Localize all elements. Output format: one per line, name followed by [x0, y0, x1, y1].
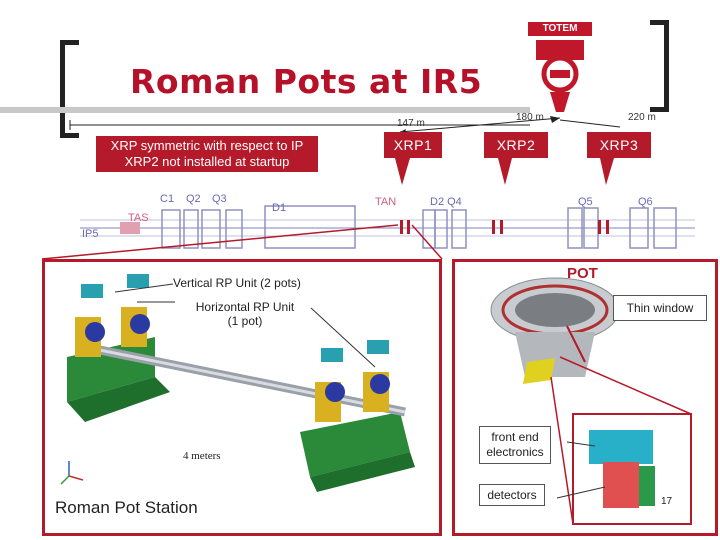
- xrp-pointers: [395, 158, 614, 185]
- label-q3: Q3: [212, 193, 227, 205]
- beamline-labels: C1 Q2 Q3 TAS IP5 D1 TAN D2 Q4 Q5 Q6: [80, 190, 700, 250]
- left-bracket: [60, 40, 79, 138]
- logo-text: TOTEM: [528, 22, 592, 36]
- label-tas: TAS: [128, 212, 149, 224]
- label-d2-q4: D2 Q4: [430, 196, 462, 208]
- detectors-label: detectors: [479, 484, 545, 506]
- xrp2-label: XRP2: [484, 132, 548, 158]
- pot-panel: POT Thin window front end electronics de…: [452, 259, 718, 536]
- page-number: 17: [661, 496, 673, 507]
- xrp1-label: XRP1: [384, 132, 442, 158]
- title-underline: [0, 107, 530, 113]
- horizontal-rp-unit-line-1: Horizontal RP Unit: [195, 300, 295, 314]
- beamline-schematic: [80, 205, 695, 249]
- distance-147: 147 m: [397, 118, 425, 129]
- distance-180: 180 m: [516, 112, 544, 123]
- unit-pointer-lines: [114, 283, 376, 368]
- label-q2: Q2: [186, 193, 201, 205]
- pot-drawing: [490, 277, 692, 525]
- pot-title: POT: [567, 265, 598, 282]
- horizontal-rp-unit-line-2: (1 pot): [227, 314, 263, 328]
- station-drawing: [67, 274, 415, 492]
- roman-pot-station-panel: Vertical RP Unit (2 pots) Horizontal RP …: [42, 259, 442, 536]
- note-line-1: XRP symmetric with respect to IP: [110, 138, 304, 153]
- page-title: Roman Pots at IR5: [130, 62, 483, 101]
- xrp3-label: XRP3: [587, 132, 651, 158]
- label-c1: C1: [160, 193, 175, 205]
- front-end-line-1: front end: [491, 430, 539, 444]
- horizontal-rp-unit-label: Horizontal RP Unit (1 pot): [177, 300, 313, 328]
- label-d1: D1: [272, 202, 287, 214]
- label-q6: Q6: [638, 196, 653, 208]
- panel-connectors: [41, 224, 443, 260]
- note-line-2: XRP2 not installed at startup: [124, 154, 290, 169]
- axes-icon: [60, 461, 84, 485]
- label-tan: TAN: [375, 196, 397, 208]
- length-label: 4 meters: [183, 450, 221, 462]
- front-end-line-2: electronics: [486, 445, 544, 459]
- logo-emblem-icon: [536, 40, 584, 112]
- thin-window-label: Thin window: [613, 295, 707, 321]
- symmetry-note: XRP symmetric with respect to IP XRP2 no…: [96, 136, 318, 172]
- totem-logo: TOTEM: [528, 22, 592, 112]
- front-end-electronics-label: front end electronics: [479, 426, 551, 464]
- vertical-rp-unit-label: Vertical RP Unit (2 pots): [173, 276, 301, 290]
- label-q5: Q5: [578, 196, 593, 208]
- right-bracket: [650, 20, 669, 112]
- label-ip5: IP5: [82, 228, 99, 240]
- distance-220: 220 m: [628, 112, 656, 123]
- station-label: Roman Pot Station: [55, 498, 198, 517]
